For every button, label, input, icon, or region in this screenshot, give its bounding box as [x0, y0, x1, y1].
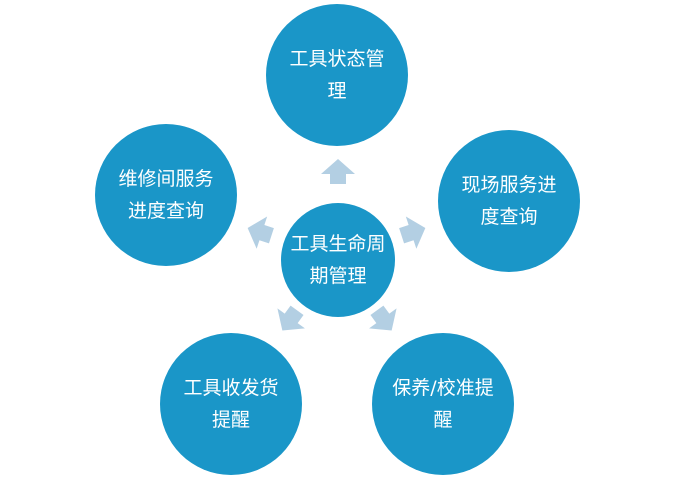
node-tool-shipping-receiving-reminder: 工具收发货提醒	[160, 333, 302, 475]
node-label: 保养/校准提醒	[392, 377, 494, 431]
node-field-service-progress-query: 现场服务进度查询	[438, 130, 580, 272]
node-tool-status-management: 工具状态管理	[266, 4, 408, 146]
node-label: 工具状态管理	[289, 48, 385, 102]
node-label: 工具收发货提醒	[183, 377, 279, 431]
node-repair-service-progress-query: 维修间服务进度查询	[95, 124, 237, 266]
node-maintenance-calibration-reminder: 保养/校准提醒	[372, 333, 514, 475]
arrow-to-tool-shipping-receiving-reminder	[277, 305, 305, 331]
arrow-to-tool-status-management	[321, 159, 355, 184]
center-node-tool-lifecycle-management: 工具生命周期管理	[281, 203, 395, 317]
arrow-to-repair-service-progress-query	[247, 216, 274, 249]
arrow-to-maintenance-calibration-reminder	[369, 305, 397, 331]
arrow-to-field-service-progress-query	[399, 216, 426, 249]
node-label: 现场服务进度查询	[461, 174, 557, 228]
center-node-label: 工具生命周期管理	[290, 233, 386, 287]
node-label: 维修间服务进度查询	[118, 168, 214, 222]
